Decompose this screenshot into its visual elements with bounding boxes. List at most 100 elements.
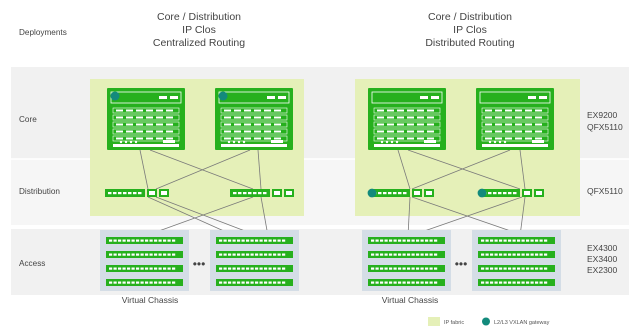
fan-dot	[488, 140, 492, 144]
card-port	[525, 116, 532, 119]
vxlan-gateway-icon	[367, 188, 377, 198]
card-port	[234, 116, 241, 119]
switch-port	[243, 192, 247, 195]
switch-port	[223, 281, 227, 284]
switch-port	[145, 267, 149, 270]
switch-port	[375, 267, 379, 270]
link	[519, 196, 526, 237]
switch-port	[371, 253, 375, 256]
link	[257, 149, 262, 190]
switch-port	[375, 253, 379, 256]
switch-port	[158, 281, 162, 284]
switch-port	[384, 281, 388, 284]
switch-port	[508, 267, 512, 270]
switch-port	[172, 281, 176, 284]
card-port	[387, 109, 394, 112]
switch-port	[140, 267, 144, 270]
line-card	[112, 107, 180, 114]
switch-port	[273, 281, 277, 284]
card-port	[234, 130, 241, 133]
switch-port	[375, 239, 379, 242]
switch-port	[535, 267, 539, 270]
switch-port	[517, 239, 521, 242]
line-card	[112, 128, 180, 135]
row-label-distribution: Distribution	[19, 187, 60, 196]
switch-port	[248, 192, 252, 195]
vxlan-gateway-icon	[110, 91, 120, 101]
switch-port	[393, 281, 397, 284]
card-port	[485, 116, 492, 119]
right-title-line-1: Core / Distribution	[428, 11, 512, 23]
switch-port	[140, 239, 144, 242]
card-port	[377, 123, 384, 126]
chassis-body	[107, 88, 185, 150]
switch-port	[118, 267, 122, 270]
switch-port	[228, 267, 232, 270]
switch-port	[109, 253, 113, 256]
switch-port	[488, 192, 492, 195]
card-port	[224, 123, 231, 126]
switch-port	[521, 281, 525, 284]
card-port	[254, 137, 261, 140]
switch-port	[420, 239, 424, 242]
switch-body	[106, 251, 183, 258]
switch-body	[216, 265, 293, 272]
card-port	[505, 116, 512, 119]
switch-port	[268, 267, 272, 270]
card-port	[166, 109, 173, 112]
legend-ip-fabric-swatch	[428, 317, 440, 326]
switch-port	[388, 192, 392, 195]
switch-port	[109, 239, 113, 242]
switch-port	[118, 253, 122, 256]
chassis-led	[528, 96, 536, 99]
switch-port	[263, 192, 267, 195]
card-port	[244, 130, 251, 133]
switch-port	[140, 281, 144, 284]
card-port	[234, 137, 241, 140]
left-more-ellipsis: •••	[193, 257, 206, 271]
left-vc-1-switch-4	[106, 279, 183, 286]
card-port	[485, 109, 492, 112]
card-port	[166, 116, 173, 119]
switch-port	[499, 267, 503, 270]
switch-port	[398, 239, 402, 242]
switch-port	[384, 267, 388, 270]
card-port	[126, 130, 133, 133]
card-port	[234, 123, 241, 126]
switch-port	[411, 281, 415, 284]
switch-port	[481, 267, 485, 270]
card-port	[156, 123, 163, 126]
left-vc-2-switch-3	[216, 265, 293, 272]
card-port	[495, 109, 502, 112]
switch-port	[499, 281, 503, 284]
card-port	[224, 116, 231, 119]
card-port	[377, 130, 384, 133]
switch-port	[420, 267, 424, 270]
module-slot	[286, 191, 292, 195]
switch-port	[375, 281, 379, 284]
switch-port	[250, 281, 254, 284]
switch-port	[539, 239, 543, 242]
switch-port	[138, 192, 142, 195]
switch-port	[131, 253, 135, 256]
switch-port	[172, 267, 176, 270]
switch-body	[478, 237, 555, 244]
switch-port	[219, 281, 223, 284]
card-port	[535, 130, 542, 133]
switch-port	[122, 239, 126, 242]
access-model-2: EX3400	[587, 254, 618, 264]
chassis-body	[368, 88, 446, 150]
switch-port	[389, 239, 393, 242]
switch-port	[517, 253, 521, 256]
switch-port	[503, 239, 507, 242]
switch-port	[434, 253, 438, 256]
switch-port	[411, 253, 415, 256]
card-port	[166, 137, 173, 140]
switch-port	[259, 267, 263, 270]
switch-port	[380, 253, 384, 256]
switch-port	[250, 253, 254, 256]
switch-port	[425, 267, 429, 270]
switch-port	[223, 239, 227, 242]
card-port	[485, 130, 492, 133]
switch-port	[539, 281, 543, 284]
